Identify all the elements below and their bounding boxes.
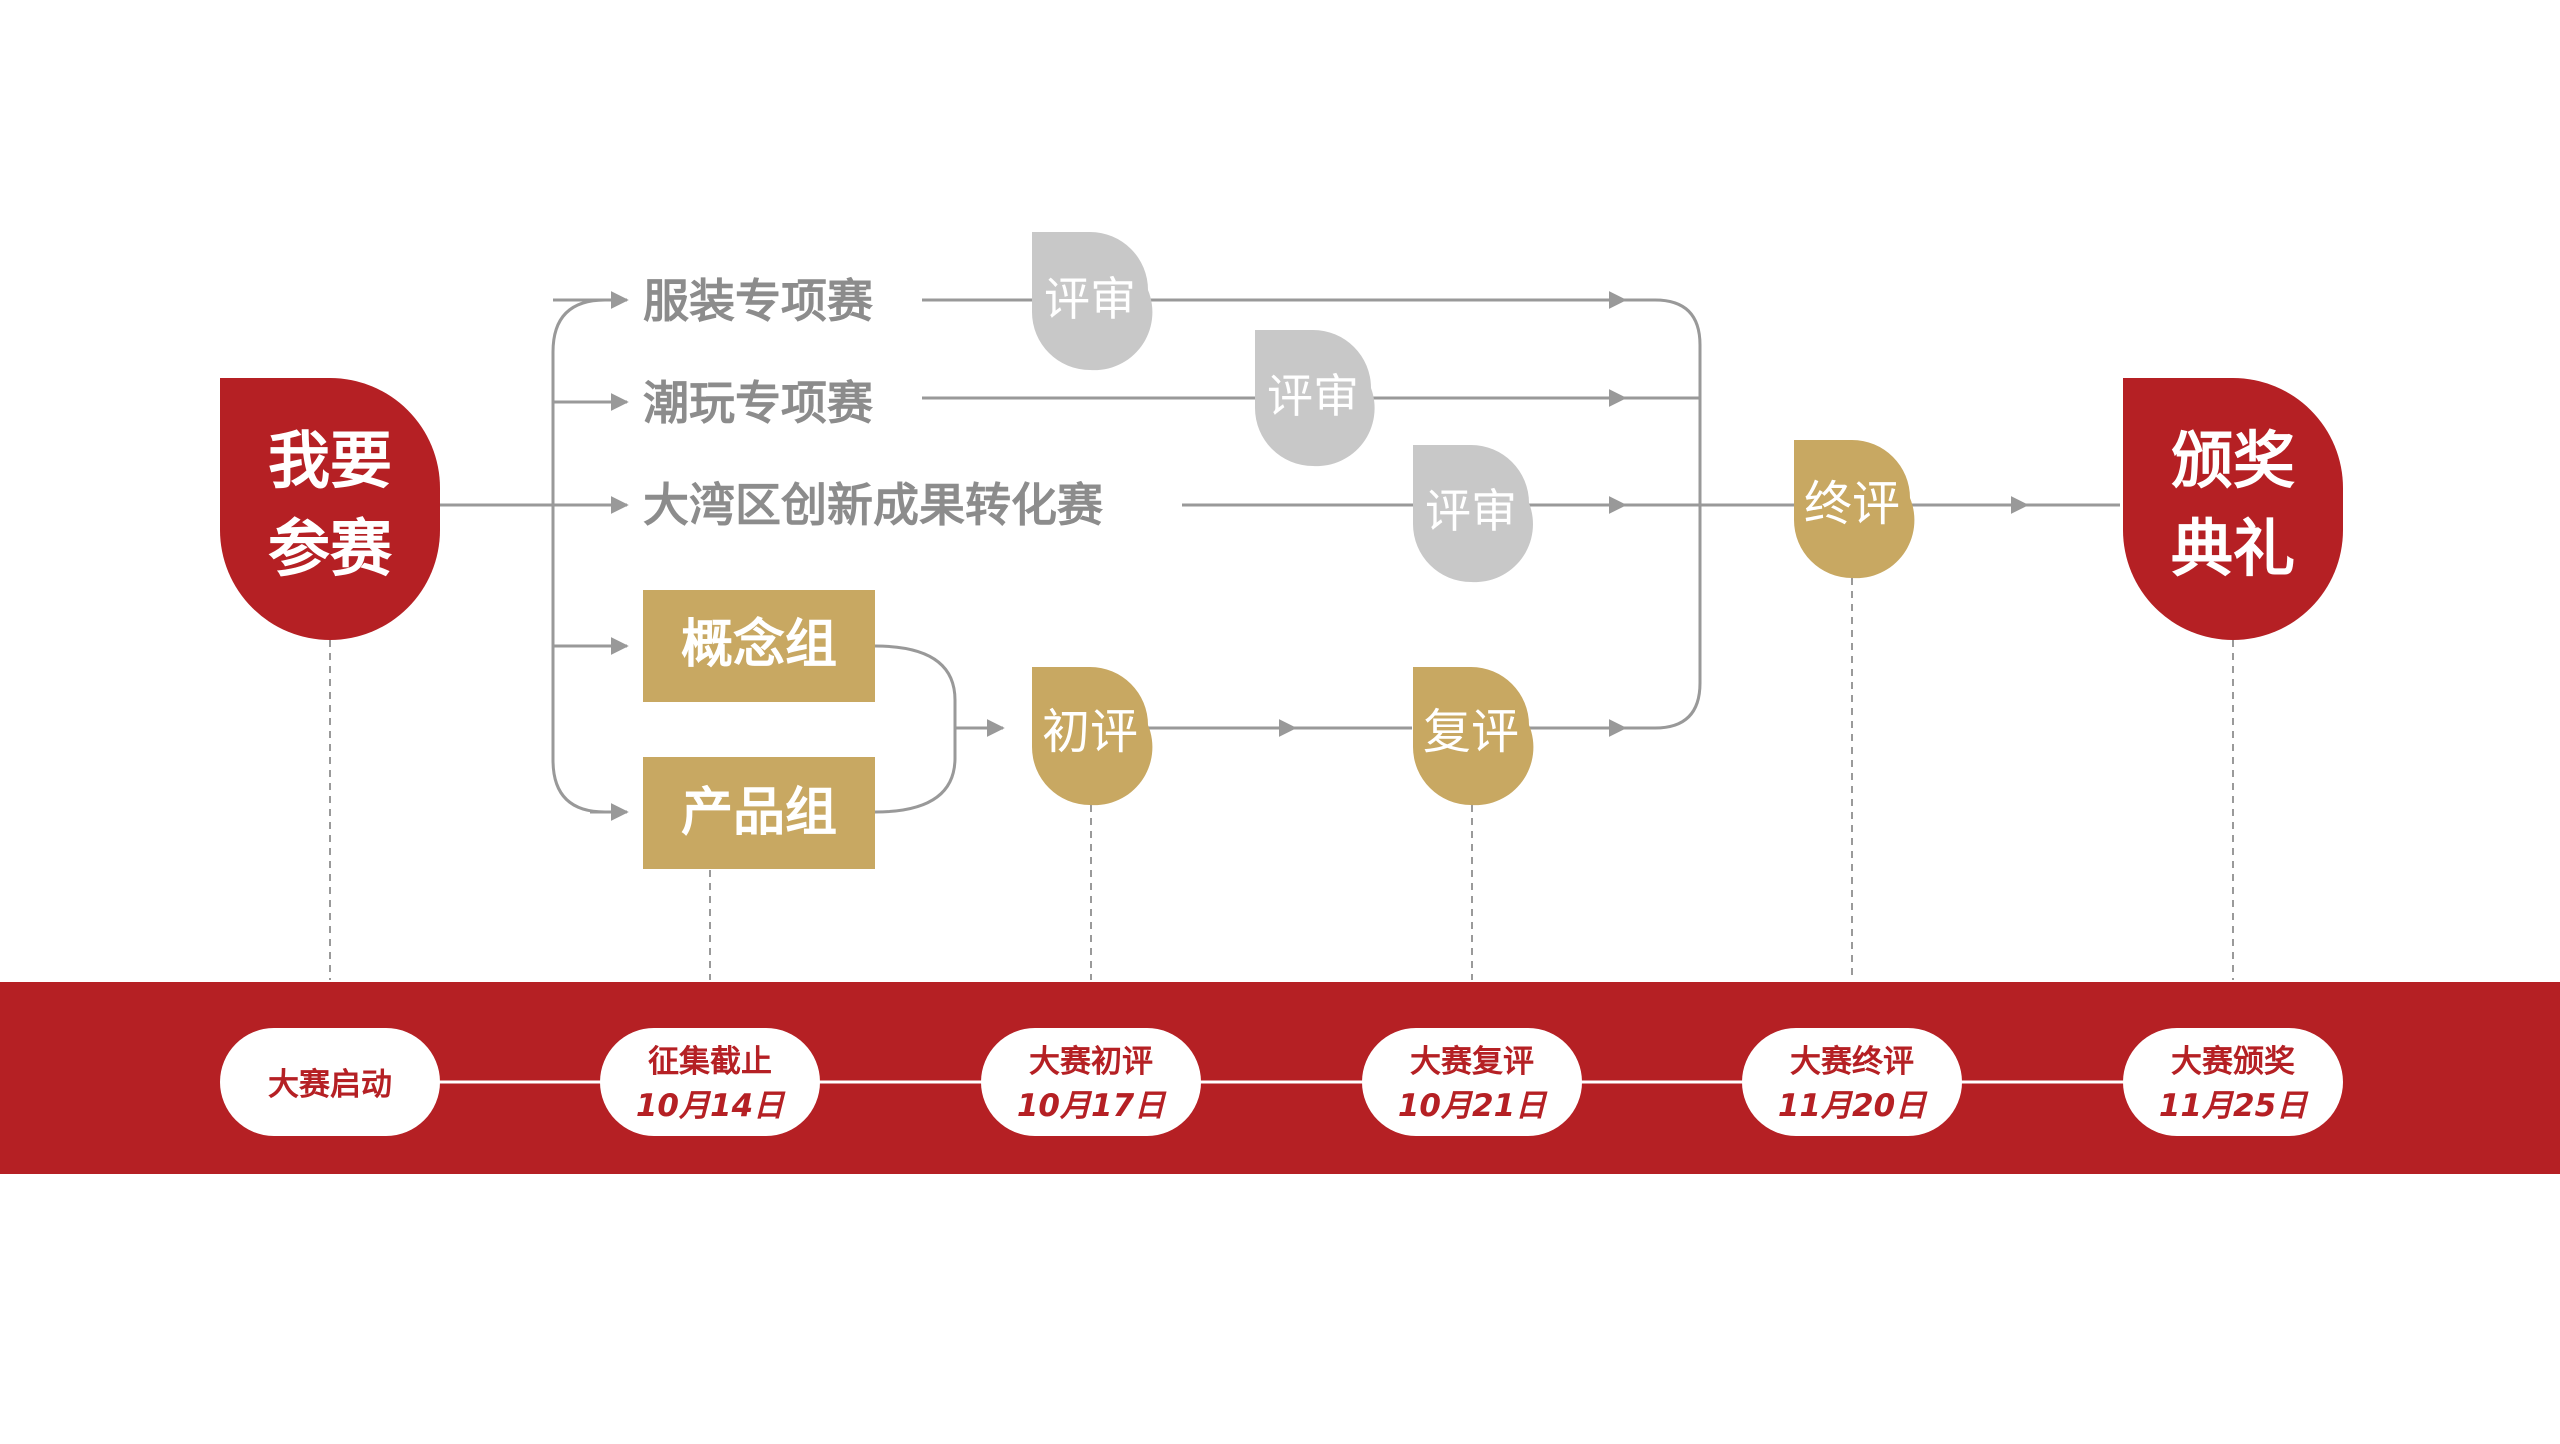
timeline-item-award[interactable]: 大赛颁奖 11月25日 bbox=[2123, 1028, 2343, 1136]
track-clothing-label: 服装专项赛 bbox=[643, 274, 874, 328]
track-toys-label: 潮玩专项赛 bbox=[643, 376, 874, 430]
timeline-award-title: 大赛颁奖 bbox=[2171, 1044, 2295, 1080]
second-review-label: 复评 bbox=[1423, 704, 1519, 760]
timeline-item-deadline[interactable]: 征集截止 10月14日 bbox=[600, 1028, 820, 1136]
timeline-second-title: 大赛复评 bbox=[1410, 1044, 1534, 1080]
final-review-label: 终评 bbox=[1804, 476, 1900, 532]
start-node-line1: 我要 bbox=[268, 424, 392, 497]
end-node-line2: 典礼 bbox=[2171, 512, 2295, 585]
second-review-drop[interactable]: 复评 bbox=[1413, 667, 1534, 806]
group-product-label: 产品组 bbox=[681, 783, 837, 843]
review-drop-bay-area-label: 评审 bbox=[1425, 484, 1517, 538]
group-product[interactable]: 产品组 bbox=[643, 757, 875, 869]
start-node[interactable]: 我要 参赛 bbox=[220, 378, 440, 640]
timeline-initial-date: 10月17日 bbox=[1017, 1088, 1167, 1124]
timeline-deadline-date: 10月14日 bbox=[636, 1088, 786, 1124]
timeline-initial-title: 大赛初评 bbox=[1029, 1044, 1153, 1080]
timeline-guides bbox=[329, 578, 2234, 980]
review-drop-toys[interactable]: 评审 bbox=[1255, 330, 1375, 467]
group-concept[interactable]: 概念组 bbox=[643, 590, 875, 702]
timeline-second-date: 10月21日 bbox=[1398, 1088, 1548, 1124]
end-node[interactable]: 颁奖 典礼 bbox=[2123, 378, 2343, 640]
review-drop-clothing-label: 评审 bbox=[1044, 272, 1136, 326]
group-concept-label: 概念组 bbox=[681, 615, 837, 675]
track-bay-area-label: 大湾区创新成果转化赛 bbox=[643, 478, 1104, 532]
start-node-line2: 参赛 bbox=[268, 512, 393, 585]
timeline-final-title: 大赛终评 bbox=[1790, 1044, 1914, 1080]
timeline-item-launch[interactable]: 大赛启动 bbox=[220, 1028, 440, 1136]
timeline-final-date: 11月20日 bbox=[1778, 1088, 1928, 1124]
review-drop-bay-area[interactable]: 评审 bbox=[1413, 445, 1533, 583]
timeline-item-initial[interactable]: 大赛初评 10月17日 bbox=[981, 1028, 1201, 1136]
review-drop-clothing[interactable]: 评审 bbox=[1032, 232, 1153, 371]
final-review-drop[interactable]: 终评 bbox=[1794, 440, 1915, 579]
review-drop-toys-label: 评审 bbox=[1267, 369, 1359, 423]
initial-review-drop[interactable]: 初评 bbox=[1032, 667, 1153, 806]
timeline-launch-title: 大赛启动 bbox=[268, 1067, 392, 1103]
timeline-item-second[interactable]: 大赛复评 10月21日 bbox=[1362, 1028, 1582, 1136]
timeline-item-final[interactable]: 大赛终评 11月20日 bbox=[1742, 1028, 1962, 1136]
timeline-deadline-title: 征集截止 bbox=[648, 1044, 772, 1080]
end-node-line1: 颁奖 bbox=[2171, 424, 2295, 497]
initial-review-label: 初评 bbox=[1042, 704, 1138, 760]
timeline-award-date: 11月25日 bbox=[2159, 1088, 2309, 1124]
